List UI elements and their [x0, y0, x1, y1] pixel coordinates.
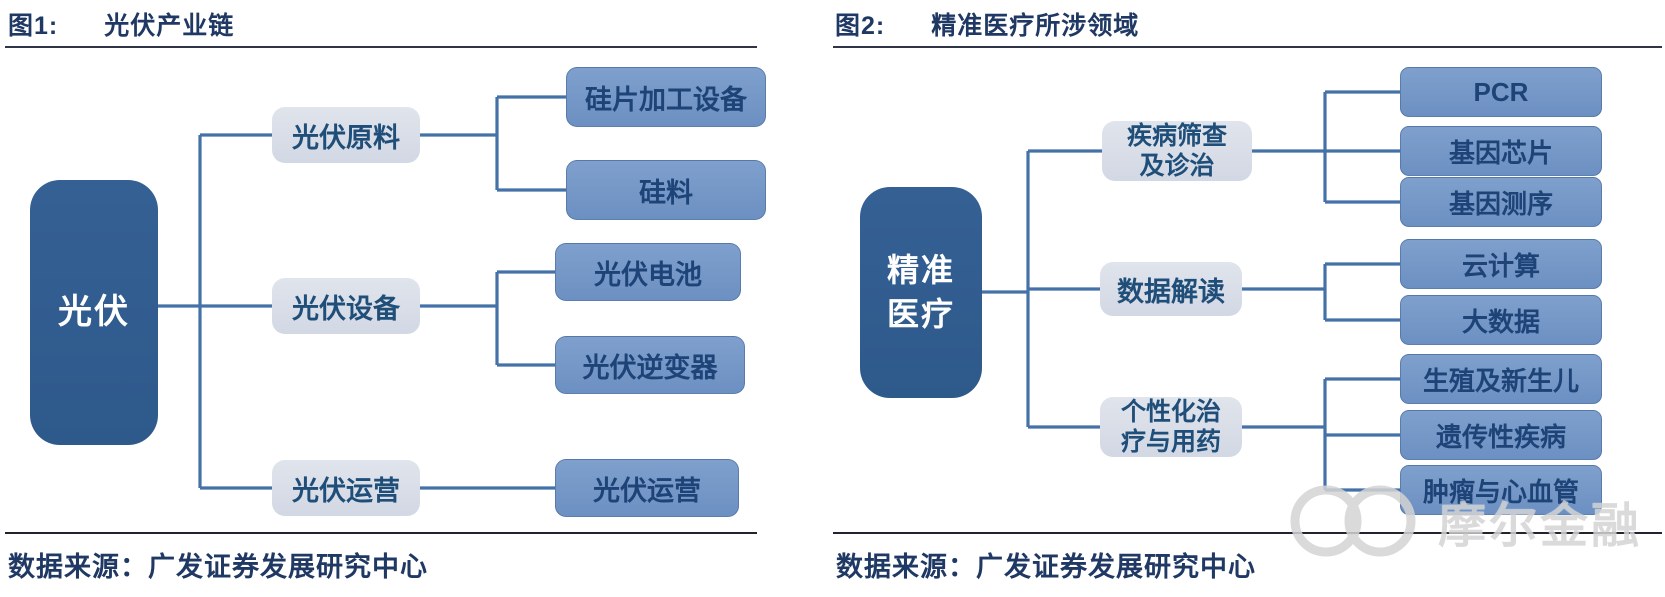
- fig2-leaf-node-tumor-cardiovascular: 肿瘤与心血管: [1400, 465, 1602, 515]
- fig1-leaf-node-wafer-equipment: 硅片加工设备: [566, 67, 766, 127]
- fig2-branch-node-personalized-treatment: 个性化治 疗与用药: [1100, 397, 1242, 457]
- fig1-title-label: 图1:: [8, 12, 59, 40]
- fig2-title: 图2: 精准医疗所涉领域: [835, 6, 1139, 42]
- fig2-leaf-node-big-data: 大数据: [1400, 295, 1602, 345]
- fig2-leaf-node-pcr: PCR: [1400, 67, 1602, 117]
- fig2-leaf-node-reproduction-newborn: 生殖及新生儿: [1400, 354, 1602, 404]
- watermark-text: 摩尔金融: [1438, 500, 1643, 553]
- fig1-branch-node-operation: 光伏运营: [272, 460, 420, 516]
- fig1-title-text: 光伏产业链: [104, 12, 235, 40]
- fig2-leaf-node-cloud-computing: 云计算: [1400, 239, 1602, 289]
- fig1-bottom-divider: [5, 532, 757, 534]
- fig1-leaf-node-pv-inverter: 光伏逆变器: [555, 336, 745, 394]
- fig1-root-node: 光伏: [30, 180, 158, 445]
- fig1-leaf-node-pv-operation: 光伏运营: [555, 459, 739, 517]
- fig2-title-text: 精准医疗所涉领域: [931, 12, 1140, 40]
- fig2-title-label: 图2:: [835, 12, 886, 40]
- fig1-title-divider: [5, 46, 757, 48]
- fig1-source-text: 数据来源：广发证券发展研究中心: [8, 552, 428, 582]
- fig2-leaf-node-hereditary-disease: 遗传性疾病: [1400, 410, 1602, 460]
- fig1-branch-node-equipment: 光伏设备: [272, 278, 420, 334]
- double-ring-icon: [1290, 485, 1416, 557]
- fig2-leaf-node-gene-sequencing: 基因测序: [1400, 177, 1602, 227]
- fig2-branch-node-data-interpretation: 数据解读: [1100, 262, 1242, 316]
- fig2-source-text: 数据来源：广发证券发展研究中心: [836, 552, 1256, 582]
- fig2-title-divider: [833, 46, 1662, 48]
- fig1-branch-node-raw-materials: 光伏原料: [272, 107, 420, 163]
- fig1-title: 图1: 光伏产业链: [8, 6, 234, 42]
- fig2-branch-node-screening: 疾病筛查 及诊治: [1102, 121, 1252, 181]
- fig1-leaf-node-silicon: 硅料: [566, 160, 766, 220]
- fig2-root-node: 精准 医疗: [860, 187, 982, 398]
- watermark: 摩尔金融: [1288, 482, 1642, 560]
- fig2-leaf-node-gene-chip: 基因芯片: [1400, 126, 1602, 176]
- fig2-bottom-divider: [833, 532, 1662, 534]
- fig1-leaf-node-pv-cell: 光伏电池: [555, 243, 741, 301]
